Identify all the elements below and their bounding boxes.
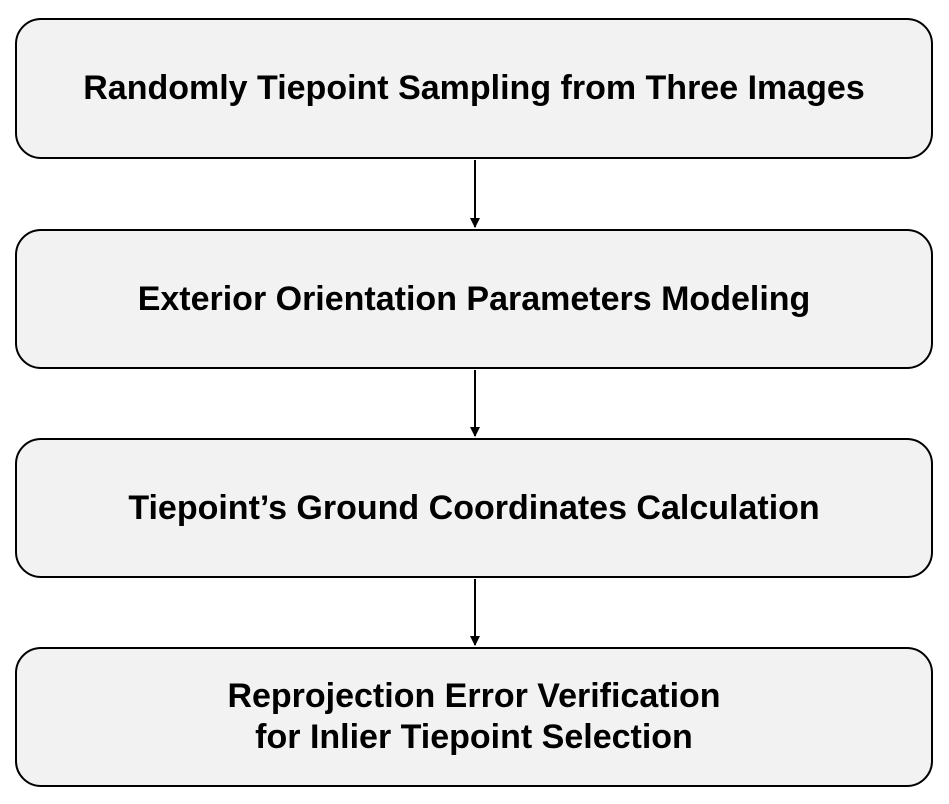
step-box-reprojection: Reprojection Error Verification for Inli… [15,647,933,787]
step-box-sampling: Randomly Tiepoint Sampling from Three Im… [15,18,933,159]
step-box-eop-modeling: Exterior Orientation Parameters Modeling [15,229,933,369]
step-label-ground-coordinates: Tiepoint’s Ground Coordinates Calculatio… [128,488,820,527]
step-label-reprojection-line-2: for Inlier Tiepoint Selection [255,718,693,756]
step-box-ground-coordinates: Tiepoint’s Ground Coordinates Calculatio… [15,438,933,578]
step-label-eop-modeling: Exterior Orientation Parameters Modeling [137,279,811,318]
step-label-reprojection: Reprojection Error Verification for Inli… [227,676,720,758]
step-label-sampling: Randomly Tiepoint Sampling from Three Im… [83,69,865,108]
step-label-reprojection-line-1: Reprojection Error Verification [227,677,721,716]
